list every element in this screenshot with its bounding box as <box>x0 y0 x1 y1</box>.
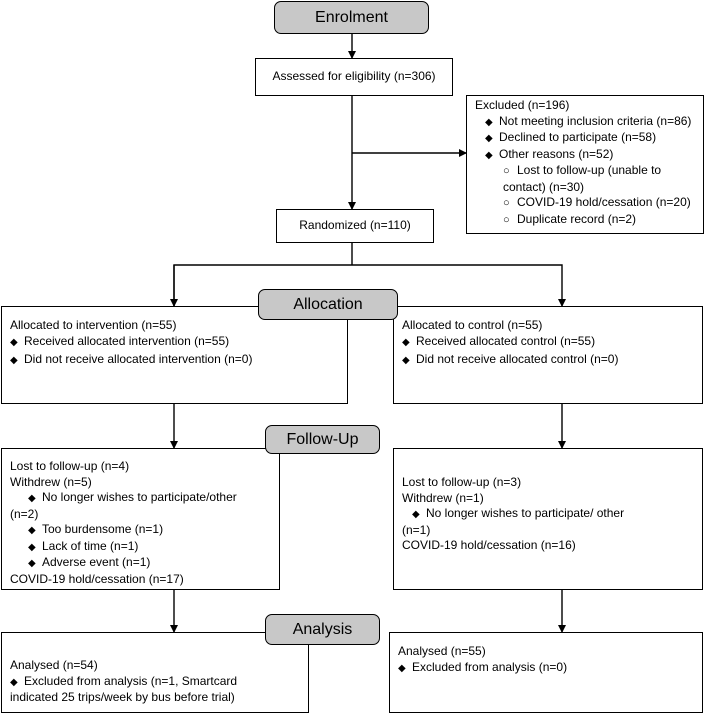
diamond-bullet-icon: ◆ <box>10 355 18 366</box>
allocation-control-item: ◆Received allocated control (n=55) <box>402 334 702 351</box>
allocation-intervention-item: ◆Received allocated intervention (n=55) <box>10 334 347 351</box>
followup-intervention-reason: ◆Adverse event (n=1) <box>10 555 279 572</box>
diamond-bullet-icon: ◆ <box>28 541 36 553</box>
diamond-bullet-icon: ◆ <box>10 676 18 688</box>
excluded-item: ◆Not meeting inclusion criteria (n=86) <box>475 114 703 131</box>
diamond-bullet-icon: ◆ <box>402 336 410 348</box>
followup-control-covid: COVID-19 hold/cessation (n=16) <box>402 538 576 552</box>
stage-follow-up: Follow-Up <box>265 425 380 454</box>
followup-control-box: Lost to follow-up (n=3) Withdrew (n=1) ◆… <box>393 448 703 590</box>
followup-intervention-covid: COVID-19 hold/cessation (n=17) <box>10 571 184 586</box>
randomized-label: Randomized (n=110) <box>299 218 411 233</box>
followup-intervention-reason: ◆Lack of time (n=1) <box>10 539 279 556</box>
excluded-sub-item: ○COVID-19 hold/cessation (n=20) <box>475 195 703 212</box>
stage-allocation: Allocation <box>258 289 398 320</box>
analysis-control-item: ◆Excluded from analysis (n=0) <box>398 660 702 677</box>
circle-bullet-icon: ○ <box>503 197 510 209</box>
allocation-control-box: Allocated to control (n=55) ◆Received al… <box>393 306 703 404</box>
randomized-box: Randomized (n=110) <box>276 209 434 243</box>
followup-control-reason: ◆No longer wishes to participate/ other <box>402 506 702 523</box>
followup-intervention-lost: Lost to follow-up (n=4) <box>10 459 130 473</box>
excluded-sub-item-cont: contact) (n=30) <box>503 179 585 194</box>
analysis-intervention-item-cont: indicated 25 trips/week by bus before tr… <box>10 690 235 704</box>
followup-intervention-box: Lost to follow-up (n=4) Withdrew (n=5) ◆… <box>1 448 280 590</box>
stage-analysis: Analysis <box>265 614 380 645</box>
stage-enrolment-label: Enrolment <box>315 8 388 26</box>
diamond-bullet-icon: ◆ <box>485 149 493 161</box>
stage-analysis-label: Analysis <box>292 620 353 638</box>
excluded-item: ◆Other reasons (n=52) <box>475 147 703 164</box>
excluded-sub-item: ○Lost to follow-up (unable to <box>475 163 703 180</box>
diamond-bullet-icon: ◆ <box>28 558 36 569</box>
analysis-intervention-item: ◆Excluded from analysis (n=1, Smartcard <box>10 674 308 691</box>
diamond-bullet-icon: ◆ <box>412 509 420 520</box>
diamond-bullet-icon: ◆ <box>28 525 36 536</box>
stage-enrolment: Enrolment <box>274 1 429 34</box>
excluded-box: Excluded (n=196) ◆Not meeting inclusion … <box>466 95 704 234</box>
followup-intervention-reason-cont: (n=2) <box>10 506 39 521</box>
analysis-intervention-box: Analysed (n=54) ◆Excluded from analysis … <box>1 632 309 713</box>
followup-intervention-reason: ◆No longer wishes to participate/other <box>10 490 279 507</box>
analysis-control-title: Analysed (n=55) <box>398 644 486 658</box>
allocation-control-item: ◆Did not receive allocated control (n=0) <box>402 352 702 369</box>
stage-allocation-label: Allocation <box>293 295 363 313</box>
followup-control-withdrew: Withdrew (n=1) <box>402 490 484 505</box>
circle-bullet-icon: ○ <box>503 213 510 226</box>
followup-intervention-withdrew: Withdrew (n=5) <box>10 474 92 489</box>
excluded-item: ◆Declined to participate (n=58) <box>475 130 703 147</box>
diamond-bullet-icon: ◆ <box>485 133 493 144</box>
allocation-intervention-item: ◆Did not receive allocated intervention … <box>10 352 347 369</box>
allocation-control-title: Allocated to control (n=55) <box>402 318 543 332</box>
diamond-bullet-icon: ◆ <box>402 355 410 366</box>
followup-control-reason-cont: (n=1) <box>402 522 431 537</box>
diamond-bullet-icon: ◆ <box>28 493 36 504</box>
circle-bullet-icon: ○ <box>503 165 510 177</box>
allocation-intervention-box: Allocated to intervention (n=55) ◆Receiv… <box>1 306 348 404</box>
diamond-bullet-icon: ◆ <box>485 116 493 128</box>
diamond-bullet-icon: ◆ <box>398 662 406 674</box>
diamond-bullet-icon: ◆ <box>10 336 18 348</box>
analysis-control-box: Analysed (n=55) ◆Excluded from analysis … <box>389 632 703 713</box>
allocation-intervention-title: Allocated to intervention (n=55) <box>10 318 177 332</box>
stage-follow-up-label: Follow-Up <box>286 430 359 448</box>
excluded-title: Excluded (n=196) <box>475 98 570 112</box>
assessed-box: Assessed for eligibility (n=306) <box>255 58 453 96</box>
analysis-intervention-title: Analysed (n=54) <box>10 658 98 672</box>
followup-control-lost: Lost to follow-up (n=3) <box>402 475 522 489</box>
assessed-label: Assessed for eligibility (n=306) <box>272 69 436 84</box>
excluded-sub-item: ○Duplicate record (n=2) <box>475 212 703 229</box>
followup-intervention-reason: ◆Too burdensome (n=1) <box>10 522 279 539</box>
